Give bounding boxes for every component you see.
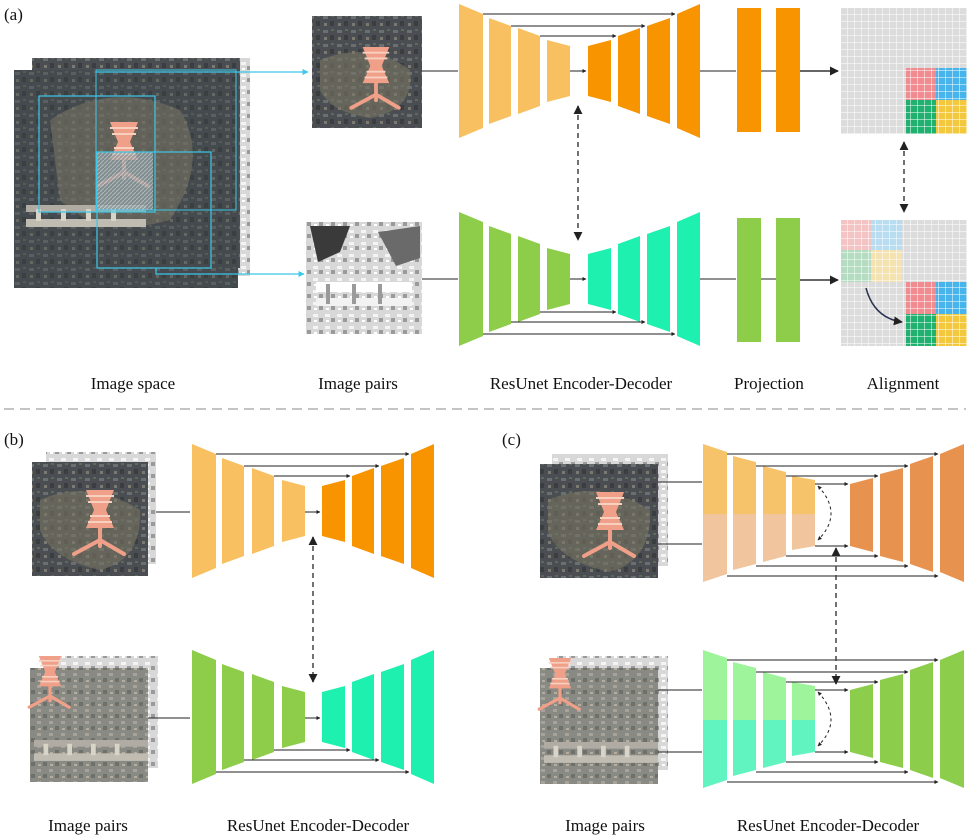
alignment-grid-top xyxy=(841,8,967,134)
caption-projection: Projection xyxy=(734,374,804,393)
crop-arrow-bottom xyxy=(155,268,305,277)
image-pair-a-bottom xyxy=(306,222,422,334)
network-c-bottom xyxy=(703,650,964,788)
image-pair-b-bottom xyxy=(27,654,158,782)
network-a-top xyxy=(459,4,700,138)
panel-label-a: (a) xyxy=(4,5,23,24)
panel-label-b: (b) xyxy=(4,430,24,449)
caption-encoder-decoder-c: ResUnet Encoder-Decoder xyxy=(737,816,920,835)
image-pair-c-top xyxy=(540,454,668,578)
projection-bottom xyxy=(737,218,800,342)
caption-encoder-decoder-b: ResUnet Encoder-Decoder xyxy=(227,816,410,835)
projection-top xyxy=(737,8,800,132)
caption-image-pairs-c: Image pairs xyxy=(565,816,645,835)
alignment-grid-bottom xyxy=(841,220,967,346)
caption-encoder-decoder-a: ResUnet Encoder-Decoder xyxy=(490,374,673,393)
network-c-top xyxy=(703,444,964,582)
caption-image-pairs-b: Image pairs xyxy=(48,816,128,835)
image-pair-a-top xyxy=(312,16,422,128)
image-pair-c-bottom xyxy=(537,656,668,784)
image-pair-b-top xyxy=(32,452,156,576)
caption-alignment: Alignment xyxy=(867,374,940,393)
image-space xyxy=(14,58,250,288)
network-b-top xyxy=(192,444,434,578)
caption-image-space: Image space xyxy=(91,374,175,393)
network-a-bottom xyxy=(459,212,700,346)
panel-label-c: (c) xyxy=(502,430,521,449)
network-b-bottom xyxy=(192,650,434,784)
caption-image-pairs-a: Image pairs xyxy=(318,374,398,393)
